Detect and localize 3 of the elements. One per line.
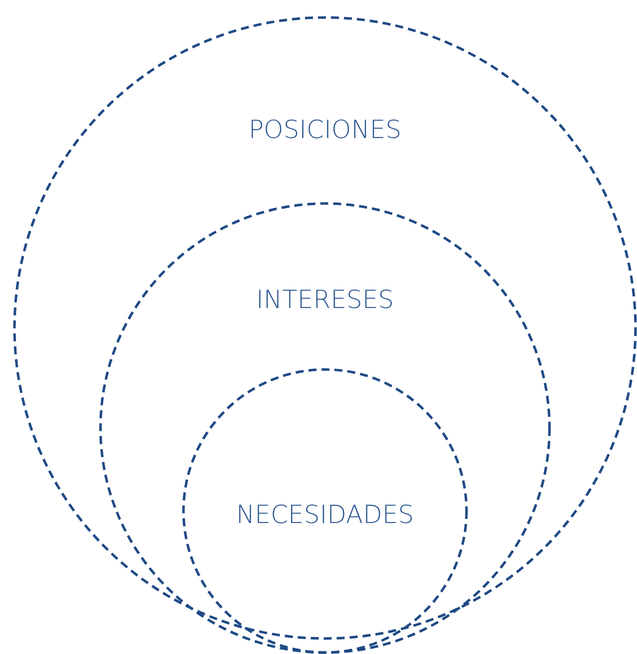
circle-label: POSICIONES <box>248 115 402 145</box>
circle-label: INTERESES <box>256 285 394 315</box>
circle-label: NECESIDADES <box>236 500 414 530</box>
